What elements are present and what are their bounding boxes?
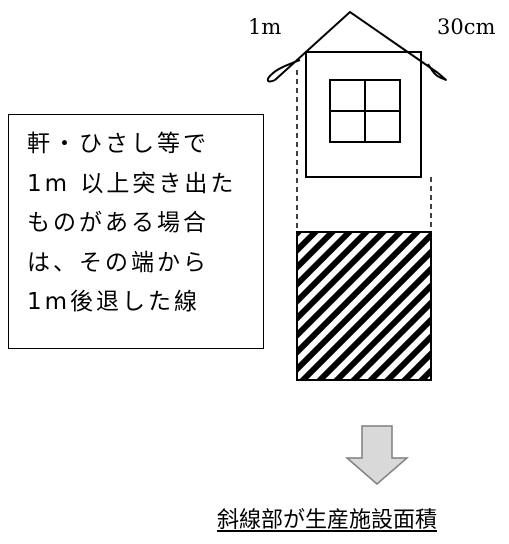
note-box: 軒・ひさし等で 1m 以上突き出た ものがある場合 は、その端から 1m後退した… xyxy=(8,114,264,349)
left-eave-label: 1m xyxy=(248,15,282,39)
right-eave-label: 30cm xyxy=(437,15,496,39)
right-eave xyxy=(427,63,447,81)
note-line: 1m後退した線 xyxy=(27,289,201,315)
caption: 斜線部が生産施設面積 xyxy=(217,508,438,533)
hatched-area xyxy=(296,231,432,381)
house-roof xyxy=(274,10,439,81)
note-line: 1m 以上突き出た xyxy=(27,170,237,197)
down-arrow-icon xyxy=(344,425,410,485)
left-eave xyxy=(266,59,301,83)
note-line: 軒・ひさし等で xyxy=(27,131,209,157)
note-line: ものがある場合 xyxy=(27,210,209,236)
note-line: は、その端から xyxy=(27,249,209,276)
window xyxy=(329,79,401,143)
